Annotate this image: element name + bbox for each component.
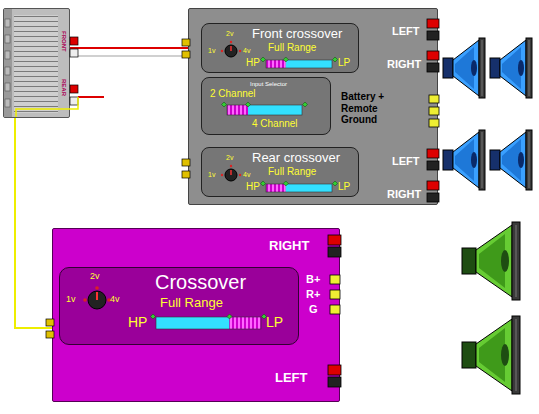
channel-label: RIGHT — [387, 189, 421, 201]
filter-label: LP — [338, 182, 350, 193]
filter-label: HP — [246, 182, 260, 193]
crossover-slider — [261, 181, 338, 192]
rca-jack — [46, 319, 54, 326]
mode-label: Full Range — [268, 167, 316, 178]
crossover-slider — [151, 314, 267, 329]
subwoofer-amp: RIGHT B+ R+ G LEFT Crossover 2v 1v 4v Full RangeH… — [52, 228, 340, 402]
selector-option: 4 Channel — [252, 119, 298, 130]
terminal — [427, 19, 439, 28]
gain-mark: 4v — [243, 171, 250, 178]
rca-cable — [16, 97, 78, 117]
rca-jack — [182, 51, 190, 58]
terminal — [328, 235, 341, 245]
terminal — [427, 149, 439, 158]
gain-mark: 2v — [226, 30, 233, 37]
heat-fins — [14, 15, 58, 113]
channel-label: LEFT — [275, 371, 308, 385]
terminal — [427, 31, 439, 40]
terminal — [427, 193, 439, 202]
terminal — [328, 365, 341, 375]
four-channel-amp: LEFTRIGHTBattery + Remote GroundLEFTRIGH… — [188, 8, 438, 205]
gain-mark: 1v — [208, 171, 215, 178]
channel-label: LEFT — [392, 26, 420, 38]
terminal — [330, 275, 340, 284]
panel-title: Input Selector — [250, 81, 287, 87]
mode-label: Full Range — [160, 296, 223, 310]
filter-label: LP — [338, 58, 350, 69]
output-label: FRONT — [61, 31, 67, 52]
gain-mark: 1v — [66, 295, 76, 304]
gain-mark: 4v — [110, 295, 120, 304]
mode-label: Full Range — [268, 43, 316, 54]
power-label: Battery + Remote Ground — [341, 91, 403, 126]
terminal — [427, 181, 439, 190]
terminal — [429, 107, 439, 115]
gain-mark: 1v — [208, 47, 215, 54]
speaker — [443, 130, 485, 190]
channel-label: RIGHT — [387, 59, 421, 71]
selector-option: 2 Channel — [210, 89, 256, 100]
channel-label: LEFT — [392, 156, 420, 168]
filter-label: HP — [246, 58, 260, 69]
terminal — [429, 95, 439, 103]
rca-cable — [70, 47, 188, 49]
terminal — [330, 290, 340, 299]
gain-mark: 2v — [90, 272, 100, 281]
crossover-panel: Front crossover 2v 1v 4v Full RangeHP LP — [201, 23, 359, 73]
subwoofer — [462, 222, 520, 300]
terminal — [328, 377, 341, 387]
gain-mark: 4v — [243, 47, 250, 54]
rca-cable — [15, 118, 52, 328]
panel-title: Rear crossover — [252, 151, 340, 165]
output-label: REAR — [61, 79, 67, 96]
power-terminal-label: B+ — [306, 274, 320, 286]
channel-label: RIGHT — [269, 239, 309, 253]
rca-jack — [182, 39, 190, 46]
rca-jack — [182, 159, 190, 166]
panel-artwork — [4, 9, 69, 117]
speaker — [443, 38, 485, 98]
power-terminal-label: R+ — [306, 289, 320, 301]
terminal — [427, 63, 439, 72]
head-unit: FRONT REAR — [3, 8, 70, 118]
filter-label: HP — [128, 315, 147, 330]
subwoofer — [462, 316, 520, 394]
crossover-panel: Rear crossover 2v 1v 4v Full RangeHP LP — [201, 147, 359, 197]
terminal — [330, 305, 340, 314]
rca-jack — [182, 171, 190, 178]
power-terminal-label: G — [309, 304, 318, 316]
rca-plug — [70, 97, 78, 105]
gain-knob — [83, 286, 111, 309]
terminal — [427, 161, 439, 170]
rca-cable — [76, 55, 182, 57]
crossover-slider — [261, 57, 338, 68]
rca-plug — [70, 37, 78, 45]
gain-mark: 2v — [226, 154, 233, 161]
crossover-slider — [222, 102, 308, 115]
gain-knob — [221, 165, 241, 181]
panel-title: Crossover — [155, 272, 246, 293]
terminal — [429, 119, 439, 127]
speaker — [490, 130, 532, 190]
rca-jack — [46, 331, 54, 338]
terminal — [427, 51, 439, 60]
rca-plug — [70, 49, 78, 57]
gain-knob — [221, 41, 241, 57]
faceplate-edge — [4, 9, 12, 117]
speaker — [490, 38, 532, 98]
terminal — [328, 247, 341, 257]
input-selector-panel: Input Selector 2 Channel 4 Channel — [201, 77, 331, 135]
crossover-panel: Crossover 2v 1v 4v Full RangeHP LP — [59, 267, 299, 345]
rca-cable-edge — [76, 56, 182, 57]
rca-plug — [70, 85, 78, 93]
panel-title: Front crossover — [252, 27, 342, 41]
filter-label: LP — [266, 315, 283, 330]
